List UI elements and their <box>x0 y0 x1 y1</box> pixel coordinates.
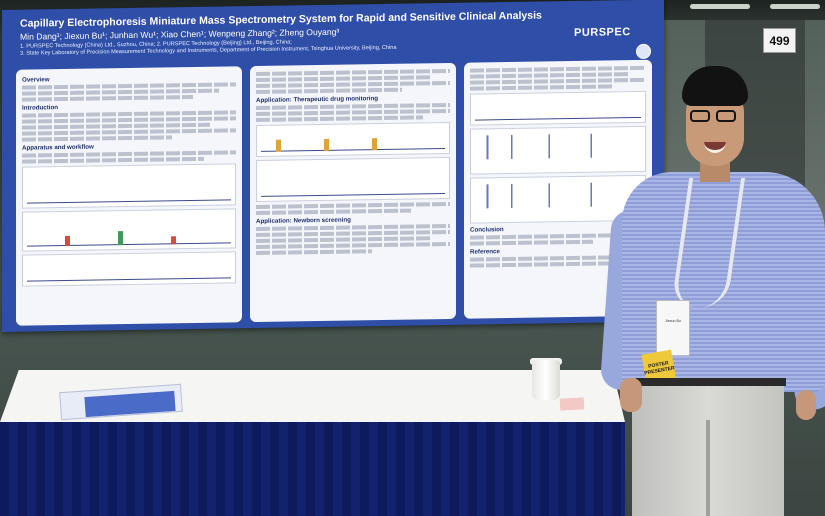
poster-column-left: Overview Introduction Apparatus and work… <box>16 66 242 326</box>
university-seal <box>636 43 651 60</box>
right-hand <box>796 390 816 420</box>
belt <box>636 378 786 386</box>
smile <box>704 142 726 153</box>
left-hand <box>620 378 642 412</box>
trouser-crease <box>706 420 710 516</box>
poster-column-middle: Application: Therapeutic drug monitoring… <box>250 62 456 323</box>
purspec-logo: PURSPEC <box>574 26 631 40</box>
coffee-cup <box>532 360 560 400</box>
neck <box>700 160 730 182</box>
presenter-person: Jiexun Bu POSTER PRESENTER <box>599 60 825 516</box>
research-poster: Capillary Electrophoresis Miniature Mass… <box>2 0 664 333</box>
booth-number-sign: 499 <box>763 28 796 53</box>
name-badge: Jiexun Bu <box>656 300 690 356</box>
workflow-steps-figure <box>22 251 236 287</box>
glasses <box>690 110 740 123</box>
workflow-diagram <box>22 208 236 252</box>
blue-table-skirt <box>0 422 625 516</box>
hair <box>682 66 748 106</box>
sample-prep-figure <box>256 121 450 158</box>
display-table <box>0 370 625 516</box>
ceiling-light <box>770 4 820 9</box>
ceiling-light <box>690 4 750 9</box>
badge-name: Jiexun Bu <box>665 319 681 323</box>
sticky-note <box>559 397 585 411</box>
calibration-plots <box>256 156 450 203</box>
apparatus-diagram <box>22 163 236 209</box>
